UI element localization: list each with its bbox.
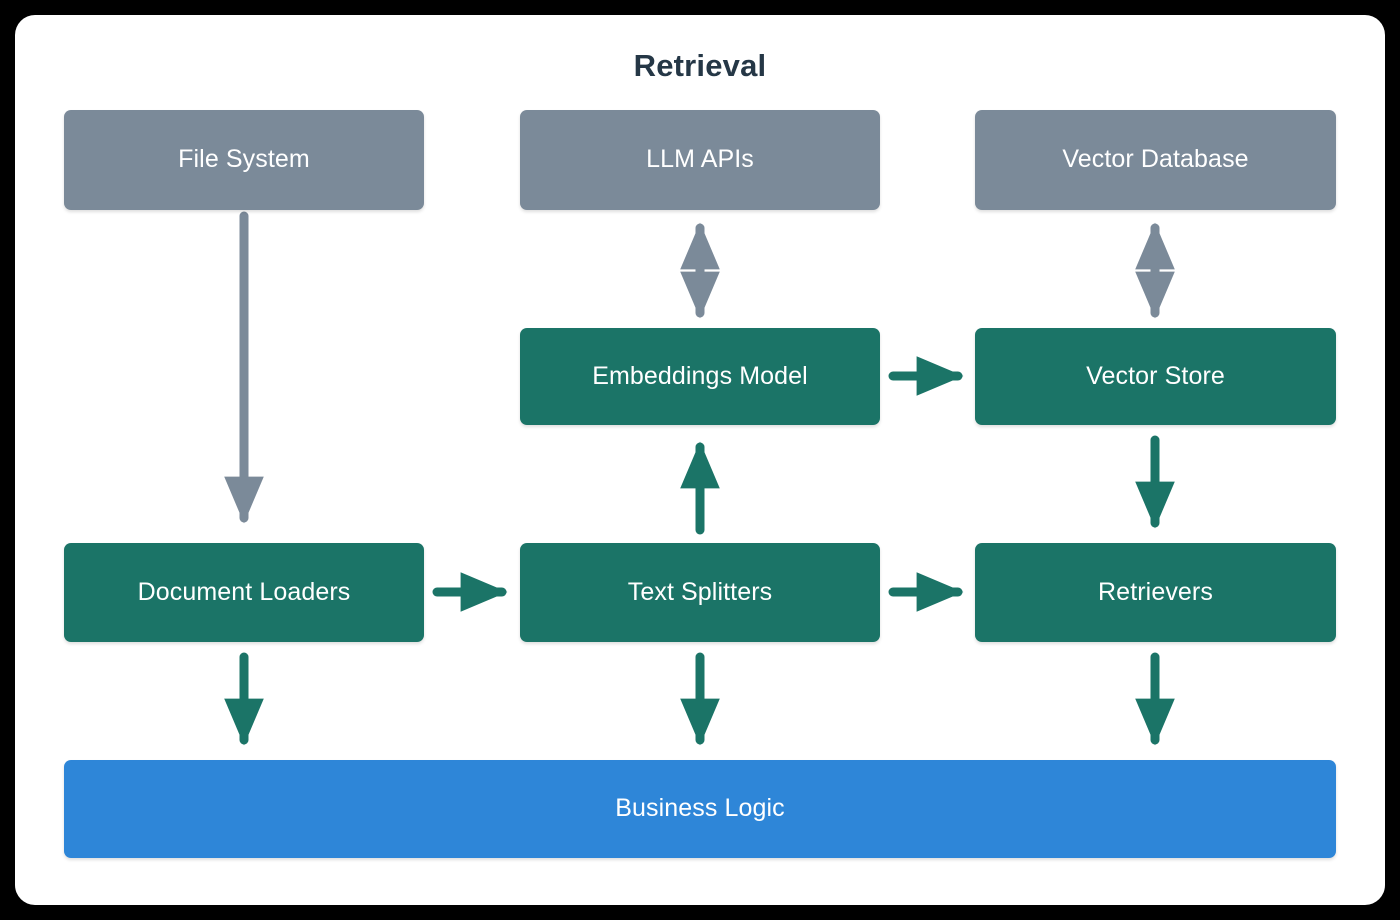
node-business-logic-label: Business Logic <box>615 794 785 823</box>
node-embeddings-model[interactable]: Embeddings Model <box>520 328 880 425</box>
node-file-system-label: File System <box>178 145 310 174</box>
node-file-system[interactable]: File System <box>64 110 424 210</box>
node-llm-apis[interactable]: LLM APIs <box>520 110 880 210</box>
diagram-title: Retrieval <box>633 48 767 83</box>
node-text-splitters[interactable]: Text Splitters <box>520 543 880 642</box>
node-llm-apis-label: LLM APIs <box>646 145 754 174</box>
node-document-loaders[interactable]: Document Loaders <box>64 543 424 642</box>
node-retrievers-label: Retrievers <box>1098 577 1213 606</box>
diagram-stage: Retrieval <box>15 15 1385 905</box>
node-retrievers[interactable]: Retrievers <box>975 543 1336 642</box>
node-embeddings-model-label: Embeddings Model <box>592 361 808 390</box>
node-vector-store-label: Vector Store <box>1086 361 1225 390</box>
node-text-splitters-label: Text Splitters <box>627 577 773 606</box>
diagram-card: Retrieval <box>15 15 1385 905</box>
node-vector-database-label: Vector Database <box>1062 145 1249 174</box>
node-business-logic[interactable]: Business Logic <box>64 760 1336 858</box>
node-vector-store[interactable]: Vector Store <box>975 328 1336 425</box>
node-vector-database[interactable]: Vector Database <box>975 110 1336 210</box>
node-document-loaders-label: Document Loaders <box>137 577 351 606</box>
